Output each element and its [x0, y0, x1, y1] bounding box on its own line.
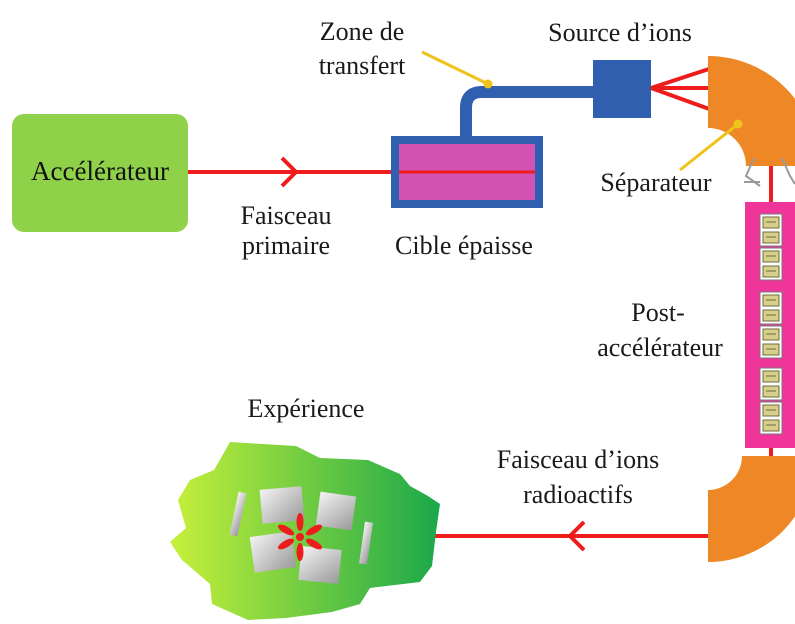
cavity-icon [759, 213, 783, 247]
separator-magnet [708, 56, 795, 166]
reaction-point-icon [278, 513, 322, 561]
thick-target [391, 136, 543, 208]
cavity-icon [759, 401, 783, 435]
transfer-zone-label-line1: Zone de [320, 17, 404, 46]
ion-source [593, 60, 651, 118]
experiment-detector [170, 442, 440, 620]
cavity-icon [759, 247, 783, 281]
primary-beam-label-line1: Faisceau [241, 201, 332, 230]
cavity-icon [759, 325, 783, 359]
radioactive-beam-arrow-icon [567, 520, 586, 552]
transfer-pipe [460, 86, 596, 140]
separator-pointer [679, 119, 743, 172]
accelerator-box: Accélérateur [12, 114, 188, 232]
separator-label: Séparateur [600, 168, 712, 197]
radioactive-beam-label-line1: Faisceau d’ions [497, 445, 659, 474]
post-accelerator-label-line1: Post- [631, 298, 684, 327]
transfer-zone-label-line2: transfert [319, 51, 406, 80]
cavity-icon [759, 367, 783, 401]
post-accelerator [745, 202, 795, 448]
bending-magnet [708, 456, 795, 562]
experiment-label: Expérience [248, 394, 365, 423]
radioactive-beam-label-line2: radioactifs [523, 480, 633, 509]
thick-target-label: Cible épaisse [395, 231, 533, 260]
separator-slits [744, 157, 795, 187]
primary-beam-label-line2: primaire [242, 231, 330, 260]
post-accelerator-label-line2: accélérateur [597, 333, 723, 362]
primary-beam-arrow-icon [280, 156, 299, 188]
transfer-zone-pointer [421, 50, 493, 89]
accelerator-label: Accélérateur [31, 156, 169, 186]
ion-source-label: Source d’ions [548, 18, 692, 47]
ion-rays [650, 66, 714, 112]
cavity-icon [759, 291, 783, 325]
